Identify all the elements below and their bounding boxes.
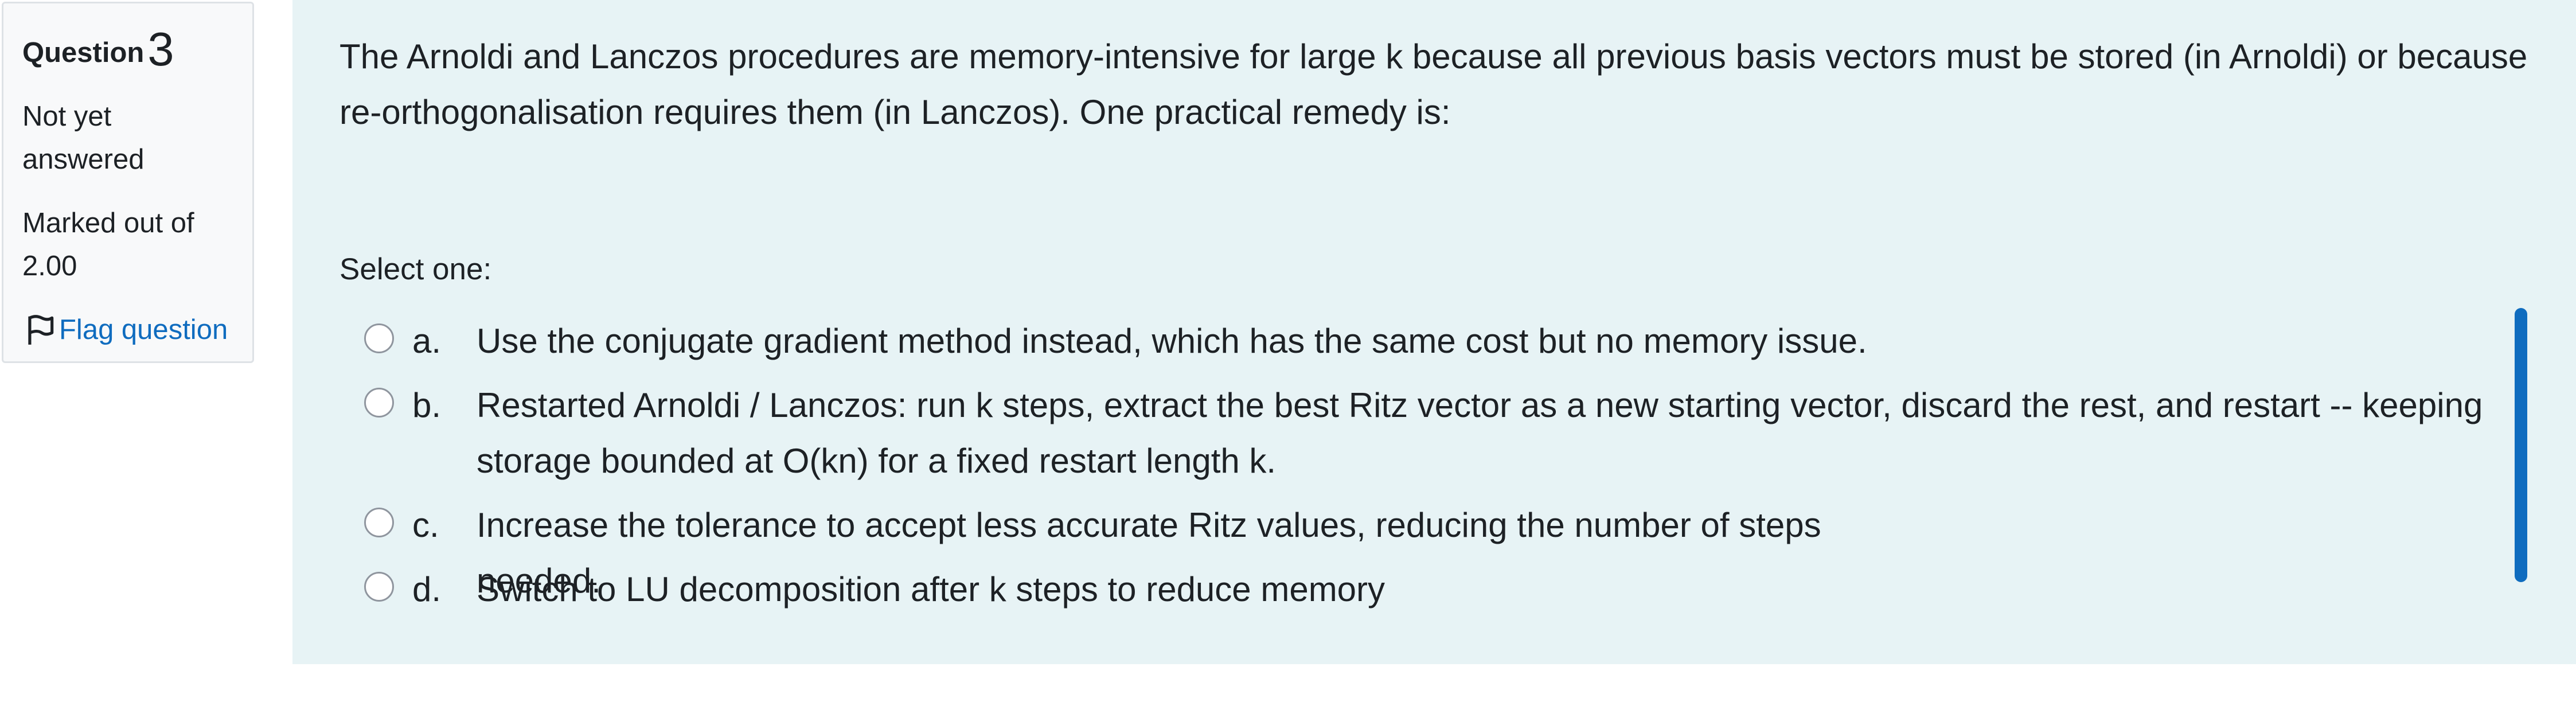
flag-icon: [28, 315, 54, 345]
answer-option-d[interactable]: d. Switch to LU decomposition after k st…: [339, 561, 2542, 617]
question-text: The Arnoldi and Lanczos procedures are m…: [339, 37, 2528, 131]
option-letter-b: b.: [412, 386, 442, 424]
option-letter-d: d.: [412, 570, 442, 609]
answer-options: a. Use the conjugate gradient method ins…: [339, 313, 2542, 617]
scrollbar-thumb[interactable]: [2515, 308, 2527, 582]
radio-button-d[interactable]: [364, 572, 394, 602]
answer-option-b[interactable]: b. Restarted Arnoldi / Lanczos: run k st…: [339, 377, 2542, 489]
radio-button-c[interactable]: [364, 508, 394, 537]
question-state: Not yet answered: [22, 100, 145, 175]
option-text-a: Use the conjugate gradient method instea…: [477, 322, 1867, 360]
question-info-panel: Question3 Not yet answered Marked out of…: [2, 2, 254, 363]
question-grade: Marked out of 2.00: [22, 207, 194, 282]
answer-option-a[interactable]: a. Use the conjugate gradient method ins…: [339, 313, 2542, 369]
answer-option-c[interactable]: c. Increase the tolerance to accept less…: [339, 497, 2542, 600]
question-label: Question: [22, 37, 145, 68]
option-letter-c: c.: [412, 506, 439, 544]
question-content: The Arnoldi and Lanczos procedures are m…: [292, 0, 2576, 664]
select-one-prompt: Select one:: [339, 252, 492, 286]
question-number-value: 3: [147, 22, 174, 76]
option-text-c: Increase the tolerance to accept less ac…: [477, 506, 1821, 600]
option-letter-a: a.: [412, 322, 442, 360]
option-text-b: Restarted Arnoldi / Lanczos: run k steps…: [477, 386, 2483, 480]
flag-question-label: Flag question: [59, 314, 228, 345]
flag-question-link[interactable]: Flag question: [22, 309, 233, 352]
radio-button-b[interactable]: [364, 388, 394, 418]
question-number: Question3: [22, 21, 233, 78]
radio-button-a[interactable]: [364, 323, 394, 353]
option-text-d: Switch to LU decomposition after k steps…: [477, 570, 1385, 609]
